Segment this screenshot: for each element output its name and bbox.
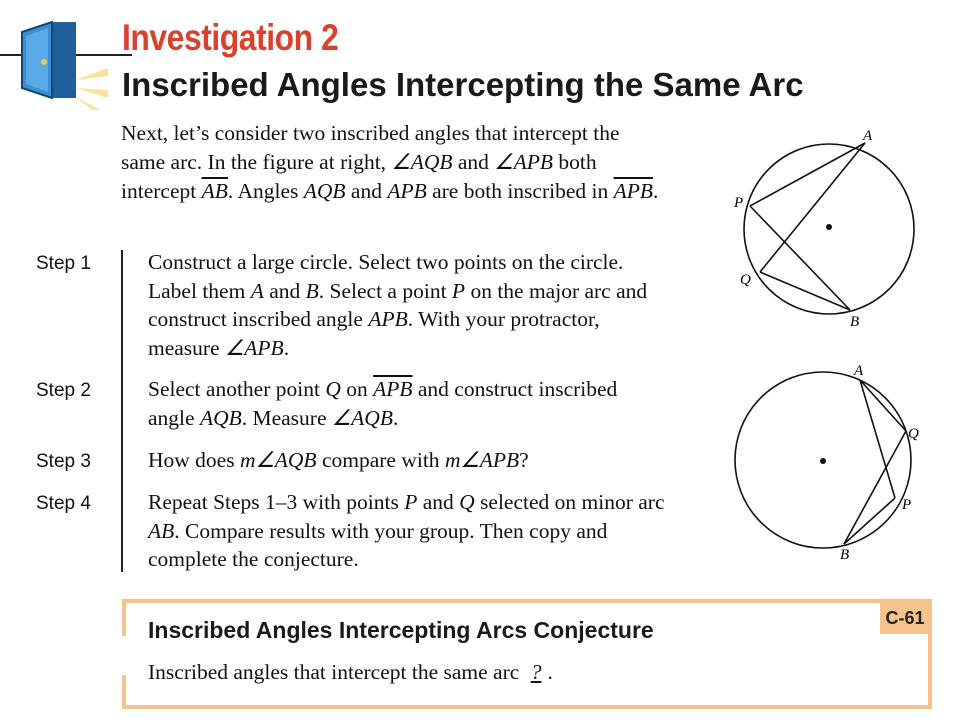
chord-pb (749, 205, 851, 311)
step-text-part: ∠APB (225, 335, 284, 360)
conjecture-box-bottom-border (122, 705, 932, 709)
step-text-part: . Select a point (318, 278, 452, 303)
step-text-part: on the major arc and construct inscribed… (148, 278, 648, 332)
intro-name-aqb: AQB (303, 179, 346, 203)
step-text-part: . (392, 405, 399, 430)
intro-text: . Angles (227, 179, 304, 203)
step-text-part: AB (148, 518, 175, 543)
circle-center-dot (820, 458, 826, 464)
label-b: B (850, 314, 859, 330)
circle-center-dot (826, 224, 832, 230)
open-door-icon (21, 20, 108, 110)
intro-text: both intercept (121, 150, 597, 203)
conjecture-box-right-border (928, 599, 932, 709)
figure-inscribed-angles-minor-arc: A Q P B (734, 363, 919, 563)
step-text-part: A (250, 278, 264, 303)
step-text-part: ? (519, 448, 529, 472)
step-text-part: B (305, 278, 319, 303)
step-3-text: How does m∠AQB compare with m∠APB? (148, 446, 668, 475)
step-3-label: Step 3 (36, 451, 91, 472)
investigation-title: Investigation 2 (122, 17, 339, 58)
label-a: A (862, 128, 873, 144)
conjecture-blank: ? (530, 660, 542, 684)
step-text-part: P (451, 278, 466, 303)
step-text-part: AQB (199, 405, 242, 430)
chord-pa (749, 142, 866, 207)
step-text-part: Q (459, 490, 475, 514)
step-text-part: and (417, 490, 460, 514)
step-text-part: How does (148, 448, 240, 472)
figure-inscribed-angles-major-arc: A P Q B (733, 128, 915, 330)
intro-text: and (345, 179, 388, 203)
step-text-part: . Measure (241, 405, 332, 430)
label-p: P (901, 497, 911, 513)
step-text-part: . With your protractor, measure (148, 307, 600, 360)
step-text-part: m∠APB (444, 448, 520, 472)
conjecture-box-left-border (122, 675, 126, 709)
chord-qb (759, 271, 851, 311)
conjecture-title: Inscribed Angles Intercepting Arcs Conje… (148, 617, 654, 643)
label-q: Q (740, 272, 751, 288)
step-1-label: Step 1 (36, 253, 91, 274)
step-text-part: Construct a large circle. Select two poi… (148, 250, 624, 303)
step-text-part: . Compare results with your group. Then … (148, 518, 608, 572)
chord-qb (843, 430, 907, 545)
circle-outline (734, 371, 912, 549)
step-4-label: Step 4 (36, 493, 91, 514)
step-2-text: Select another point Q on APB and constr… (148, 375, 668, 432)
intro-angle-apb: ∠APB (494, 150, 553, 174)
conjecture-box-left-border (122, 599, 126, 636)
step-text-part: Select another point (148, 377, 326, 401)
label-a: A (853, 363, 864, 379)
step-text-part: ∠AQB (331, 405, 393, 430)
steps-divider (121, 250, 123, 572)
step-text-part: P (404, 490, 418, 514)
step-2-label: Step 2 (36, 380, 91, 401)
conjecture-tag: C-61 (880, 602, 930, 634)
circle-outline (743, 143, 915, 315)
step-text-part: . (283, 335, 290, 360)
conjecture-statement: Inscribed angles that intercept the same… (148, 657, 553, 687)
step-text-part: and construct inscribed angle (148, 377, 618, 430)
step-text-part: compare with (316, 448, 445, 472)
step-text-part: APB (368, 307, 408, 331)
step-4-text: Repeat Steps 1–3 with points P and Q sel… (148, 488, 668, 574)
label-p: P (733, 195, 743, 211)
investigation-subtitle: Inscribed Angles Intercepting the Same A… (122, 66, 804, 103)
chord-aq (859, 379, 907, 432)
step-text-part: Q (325, 377, 341, 401)
intro-angle-aqb: ∠AQB (391, 150, 453, 174)
step-text-part: m∠AQB (239, 448, 317, 472)
intro-arc-ab: AB (201, 179, 228, 203)
step-text-part: on (340, 377, 374, 401)
chord-ap (859, 379, 896, 499)
step-text-part: and (263, 278, 306, 303)
conjecture-end: . (547, 660, 553, 684)
label-q: Q (908, 426, 919, 442)
intro-text: Next, let’s consider two inscribed angle… (121, 121, 620, 174)
chord-pb (843, 497, 896, 545)
intro-name-apb: APB (387, 179, 427, 203)
intro-text: . (653, 179, 659, 203)
step-text-part: APB (373, 377, 413, 401)
chord-qa (759, 142, 866, 273)
intro-text: and (452, 150, 495, 174)
label-b: B (840, 547, 849, 563)
conjecture-text: Inscribed angles that intercept the same… (148, 660, 525, 684)
step-text-part: Repeat Steps 1–3 with points (148, 490, 405, 514)
step-1-text: Construct a large circle. Select two poi… (148, 248, 668, 362)
intro-paragraph: Next, let’s consider two inscribed angle… (121, 119, 661, 206)
intro-arc-apb: APB (613, 179, 654, 203)
intro-text: are both inscribed in (426, 179, 614, 203)
step-text-part: selected on minor arc (474, 490, 665, 514)
